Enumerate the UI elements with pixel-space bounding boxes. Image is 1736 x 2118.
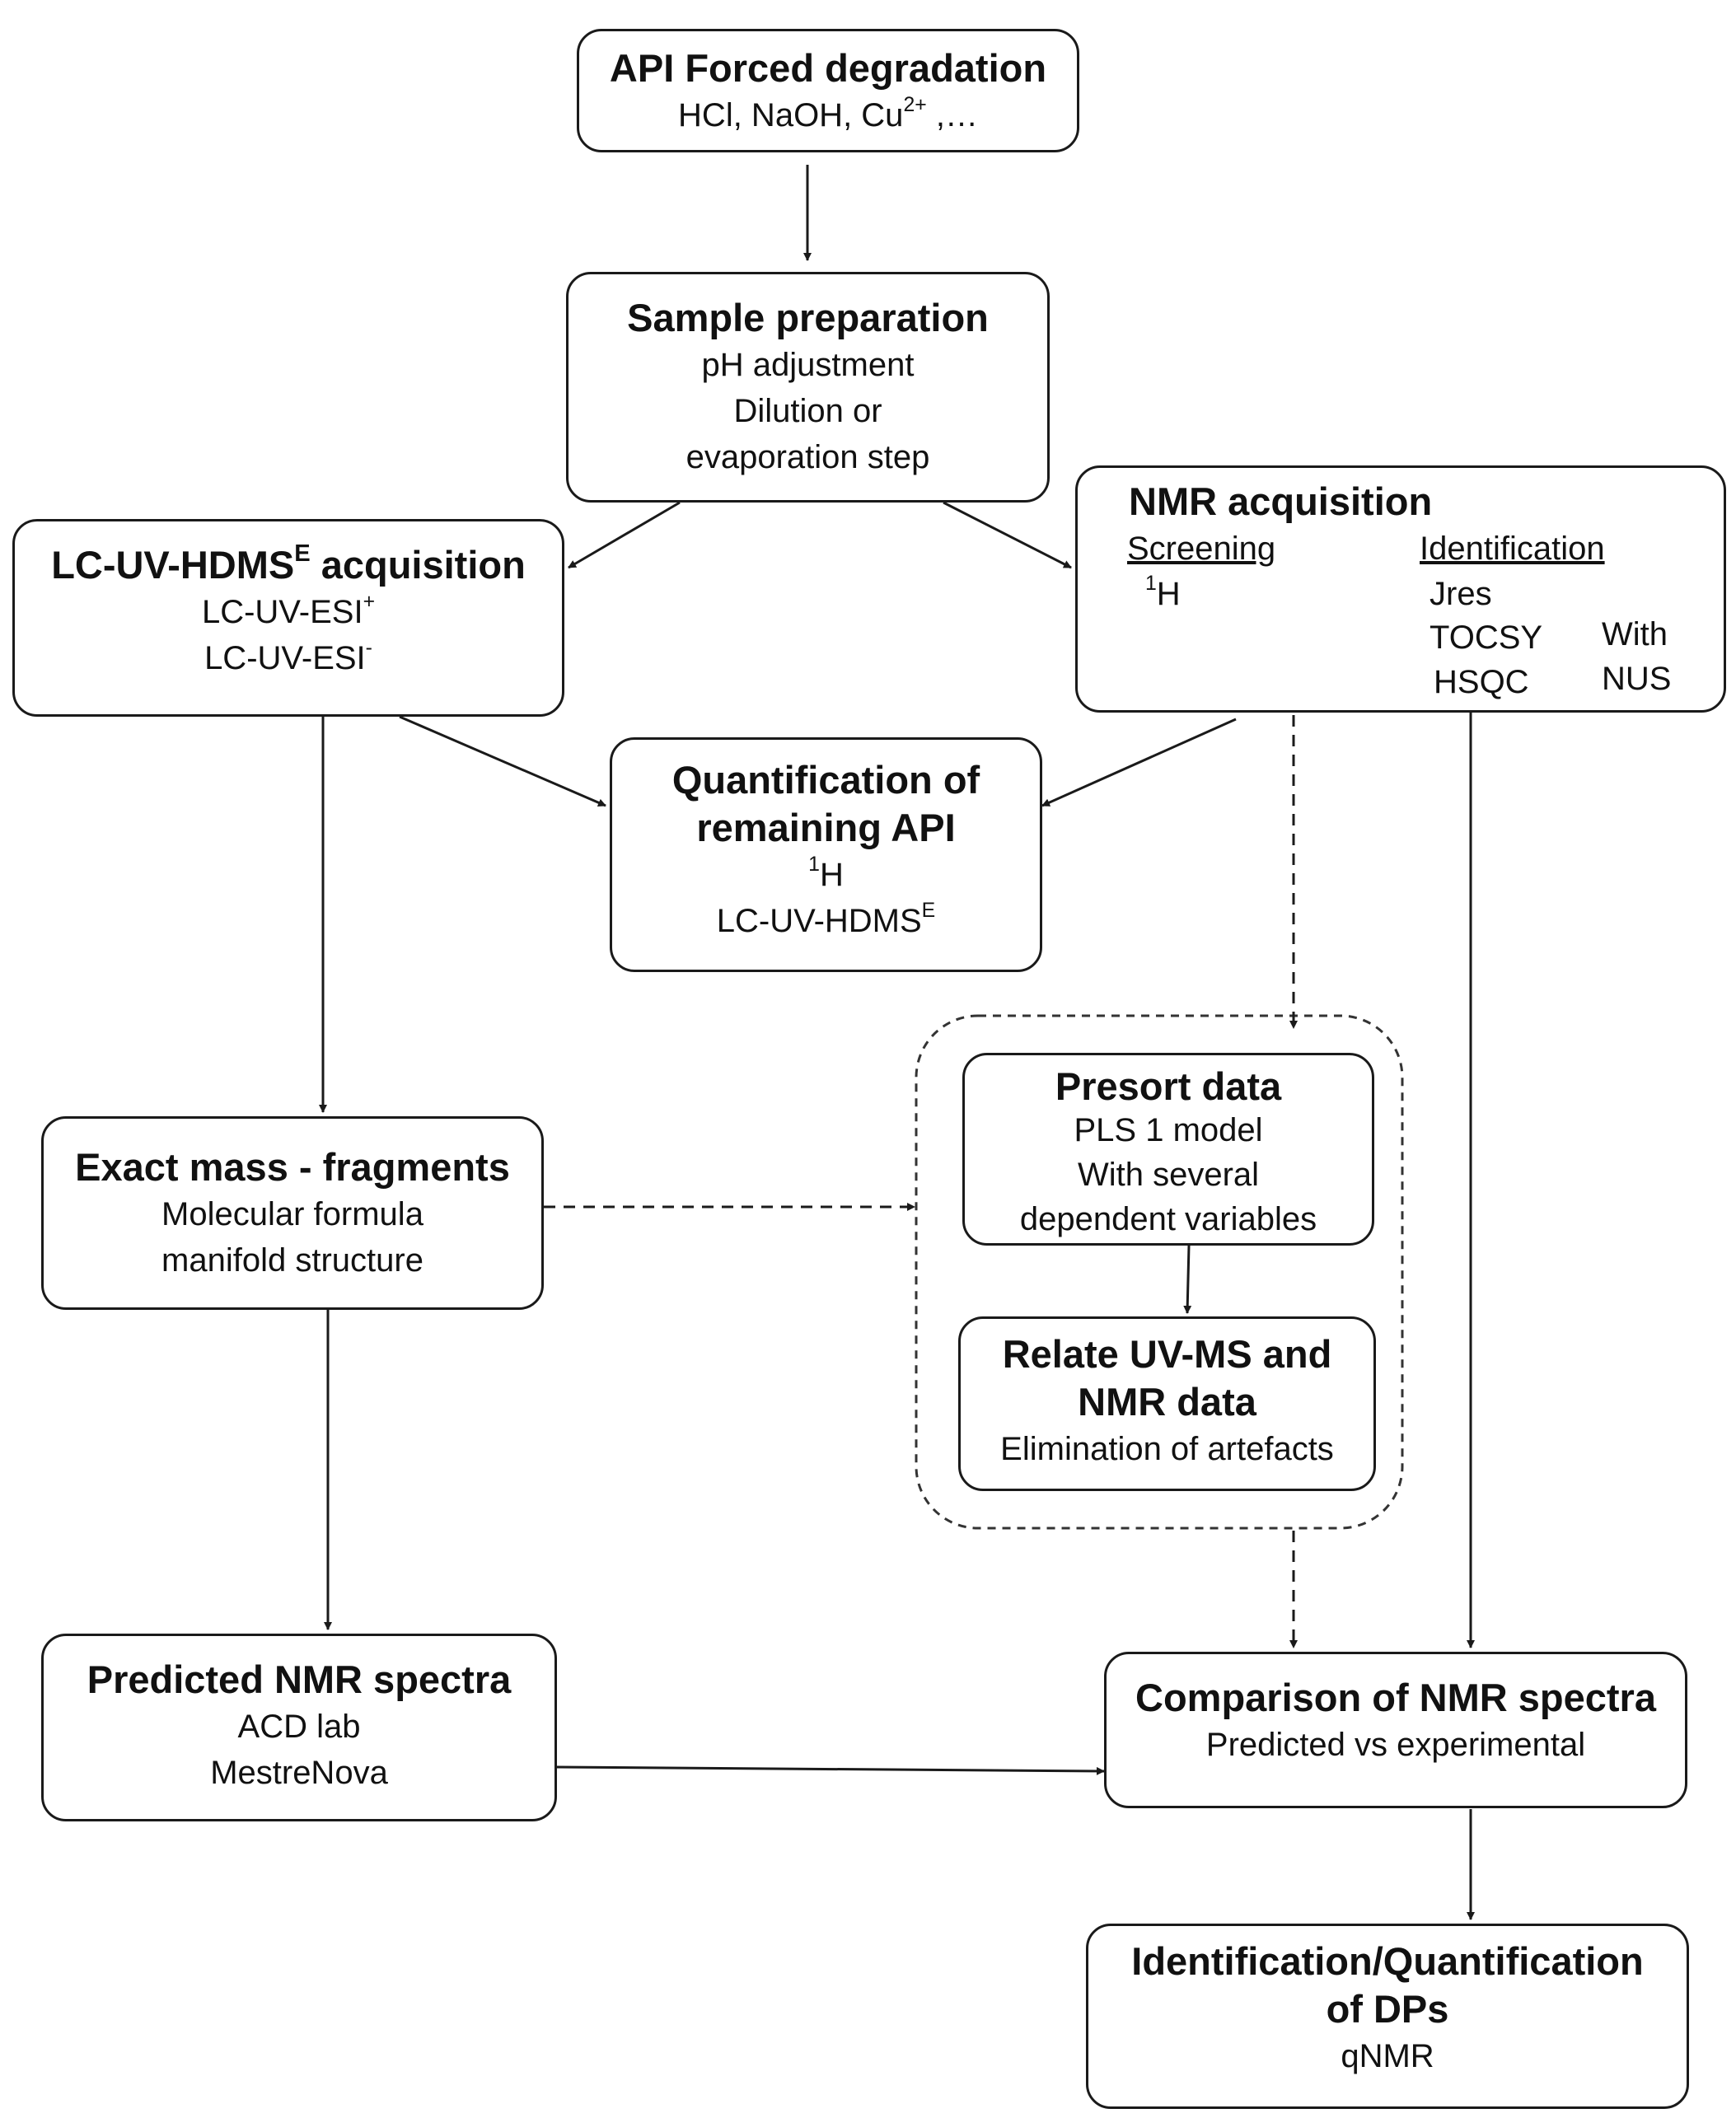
edge-predicted-to-comparison [556,1765,1105,1775]
identification-item: HSQC [1434,664,1529,700]
node-relate-uvms-nmr-data: Relate UV-MS and NMR data Elimination of… [958,1316,1376,1491]
node-api-forced-degradation: API Forced degradation HCl, NaOH, Cu2+ ,… [577,29,1079,152]
node-detail: evaporation step [686,439,930,475]
node-detail: LC-UV-ESI+ [201,590,376,630]
node-title: LC-UV-HDMSE acquisition [51,540,526,587]
edge-sample-to-nmr [943,501,1072,569]
dashed-group-border [915,1014,1404,1530]
node-title: of DPs [1326,1987,1449,2031]
node-title: Exact mass - fragments [75,1145,510,1189]
node-detail: MestreNova [210,1755,388,1791]
node-detail: ACD lab [237,1709,361,1745]
node-title: Quantification of [671,758,980,802]
node-title: API Forced degradation [609,46,1047,90]
node-identification-quantification-dps: Identification/Quantification of DPs qNM… [1086,1924,1689,2109]
identification-item: Jres [1430,576,1492,612]
node-detail: PLS 1 model [1074,1112,1263,1148]
edge-lc-to-quant [399,715,606,807]
node-presort-data: Presort data PLS 1 model With several de… [962,1053,1374,1246]
node-quantification-remaining-api: Quantification of remaining API 1H LC-UV… [610,737,1042,972]
with-label: With [1602,616,1668,652]
node-predicted-nmr-spectra: Predicted NMR spectra ACD lab MestreNova [41,1634,557,1821]
node-exact-mass-fragments: Exact mass - fragments Molecular formula… [41,1116,544,1310]
nus-label: NUS [1602,661,1672,697]
node-title: Identification/Quantification [1131,1939,1644,1983]
screening-header: Screening [1127,531,1276,567]
node-detail: pH adjustment [701,347,915,383]
node-title: Presort data [1055,1064,1282,1108]
node-title: Sample preparation [627,296,989,339]
node-nmr-acquisition: NMR acquisition Screening 1H Identificat… [1075,465,1726,713]
identification-item: TOCSY [1430,620,1543,656]
node-title: Predicted NMR spectra [87,1657,512,1701]
node-detail: Dilution or [733,393,882,429]
node-detail: 1H [808,853,844,893]
node-lc-uv-hdms-acquisition: LC-UV-HDMSE acquisition LC-UV-ESI+ LC-UV… [12,519,564,717]
node-title: remaining API [696,806,956,849]
node-detail: LC-UV-ESI- [204,636,372,676]
edge-nmr-to-quant [1041,718,1237,807]
node-detail: Molecular formula [161,1196,423,1232]
identification-header: Identification [1420,531,1605,567]
node-title: NMR data [1078,1380,1256,1424]
node-title: Relate UV-MS and [1002,1332,1332,1376]
node-detail: Predicted vs experimental [1205,1727,1586,1763]
node-detail: HCl, NaOH, Cu2+ ,… [678,93,978,133]
screening-item: 1H [1145,572,1181,612]
node-title: NMR acquisition [1129,479,1433,523]
node-sample-preparation: Sample preparation pH adjustment Dilutio… [566,272,1050,503]
node-detail: manifold structure [161,1242,423,1279]
node-detail: dependent variables [1019,1201,1317,1237]
edge-sample-to-lc [568,501,681,569]
node-detail: With several [1077,1157,1260,1193]
node-detail: Elimination of artefacts [1000,1431,1334,1467]
edge-presort-to-relate [1183,1245,1192,1314]
node-detail: qNMR [1341,2038,1434,2074]
node-detail: LC-UV-HDMSE [716,899,936,939]
node-comparison-nmr-spectra: Comparison of NMR spectra Predicted vs e… [1104,1652,1687,1808]
node-title: Comparison of NMR spectra [1135,1676,1656,1719]
